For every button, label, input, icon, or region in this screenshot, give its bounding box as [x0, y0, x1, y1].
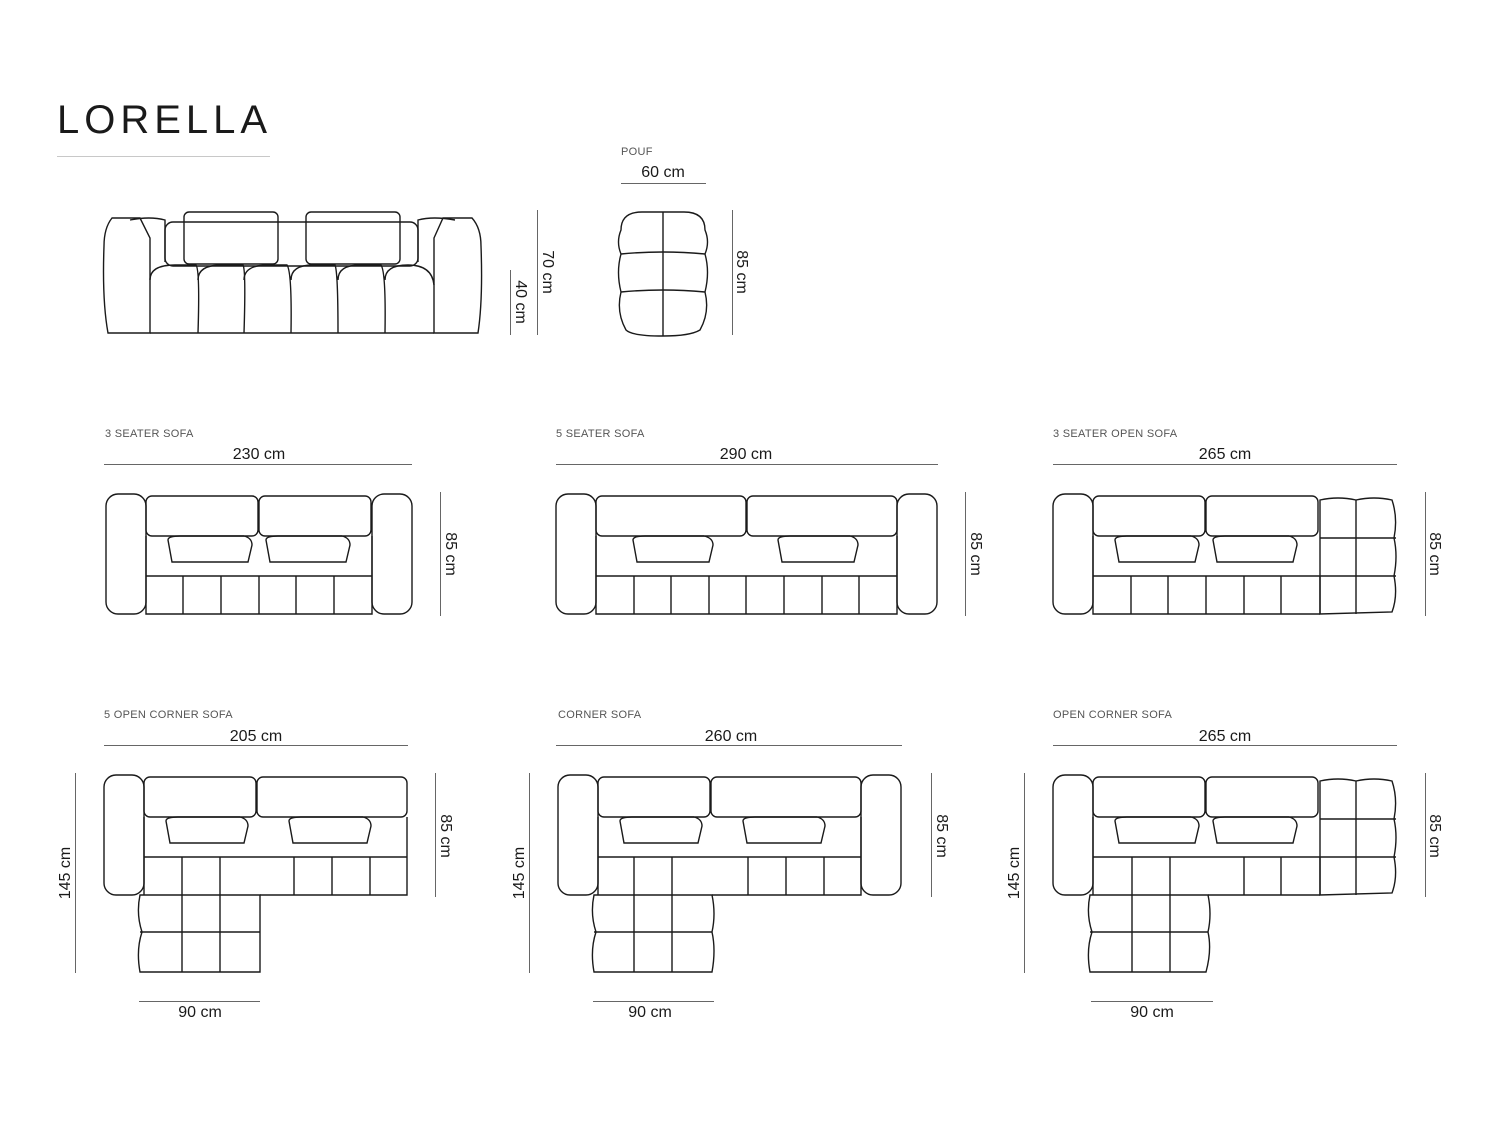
- sofa-open-corner-drawing: [1052, 774, 1397, 973]
- sofa-depth-label: 85 cm: [967, 532, 984, 576]
- title-divider: [57, 156, 270, 157]
- corner-depth-label: 145 cm: [1006, 846, 1023, 900]
- sofa-depth-line: [1425, 492, 1426, 616]
- sofa-depth-line: [435, 773, 436, 897]
- corner-width-label: 90 cm: [178, 1004, 222, 1021]
- corner-depth-line: [529, 773, 530, 973]
- corner-depth-line: [75, 773, 76, 973]
- sofa-depth-line: [440, 492, 441, 616]
- corner-depth-line: [1024, 773, 1025, 973]
- sofa-width-label: 290 cm: [719, 446, 773, 463]
- sofa-caption: 3 SEATER OPEN SOFA: [1053, 428, 1178, 440]
- sofa-front-elevation: [102, 211, 483, 334]
- sofa-caption: 5 SEATER SOFA: [556, 428, 645, 440]
- sofa-width-label: 230 cm: [232, 446, 286, 463]
- pouf-width-line: [621, 183, 706, 184]
- pouf-caption: POUF: [621, 146, 653, 158]
- sofa-corner-drawing: [557, 774, 902, 973]
- pouf-width-label: 60 cm: [641, 164, 685, 181]
- corner-width-label: 90 cm: [1130, 1004, 1174, 1021]
- sofa-5-seater-drawing: [555, 493, 938, 615]
- corner-depth-label: 145 cm: [511, 846, 528, 900]
- pouf-drawing: [617, 211, 709, 337]
- sofa-width-line: [1053, 464, 1397, 465]
- seat-height-label: 40 cm: [512, 280, 529, 324]
- sofa-depth-line: [965, 492, 966, 616]
- sofa-depth-label: 85 cm: [437, 814, 454, 858]
- sofa-depth-line: [931, 773, 932, 897]
- sofa-3-seater-drawing: [105, 493, 413, 615]
- sofa-depth-label: 85 cm: [442, 532, 459, 576]
- sofa-5-open-corner-drawing: [103, 774, 408, 973]
- sofa-width-line: [556, 745, 902, 746]
- sofa-width-label: 265 cm: [1198, 446, 1252, 463]
- sofa-caption: CORNER SOFA: [558, 709, 642, 721]
- height-dimension-line: [537, 210, 538, 335]
- pouf-depth-line: [732, 210, 733, 335]
- height-total-label: 70 cm: [539, 250, 556, 294]
- sofa-caption: 5 OPEN CORNER SOFA: [104, 709, 233, 721]
- sofa-width-line: [104, 745, 408, 746]
- corner-width-line: [1091, 1001, 1213, 1002]
- corner-width-label: 90 cm: [628, 1004, 672, 1021]
- corner-depth-label: 145 cm: [57, 846, 74, 900]
- sofa-caption: 3 SEATER SOFA: [105, 428, 194, 440]
- sofa-width-label: 260 cm: [704, 728, 758, 745]
- sofa-width-line: [104, 464, 412, 465]
- sofa-depth-label: 85 cm: [1426, 814, 1443, 858]
- seat-height-dimension-line: [510, 270, 511, 335]
- sofa-width-line: [556, 464, 938, 465]
- page-title: LORELLA: [57, 98, 273, 142]
- sofa-depth-label: 85 cm: [933, 814, 950, 858]
- corner-width-line: [139, 1001, 260, 1002]
- sofa-width-label: 265 cm: [1198, 728, 1252, 745]
- sofa-depth-label: 85 cm: [1426, 532, 1443, 576]
- sofa-3-seater-open-drawing: [1052, 493, 1397, 615]
- corner-width-line: [593, 1001, 714, 1002]
- sofa-width-line: [1053, 745, 1397, 746]
- sofa-width-label: 205 cm: [229, 728, 283, 745]
- pouf-depth-label: 85 cm: [733, 250, 750, 294]
- sofa-depth-line: [1425, 773, 1426, 897]
- sofa-caption: OPEN CORNER SOFA: [1053, 709, 1173, 721]
